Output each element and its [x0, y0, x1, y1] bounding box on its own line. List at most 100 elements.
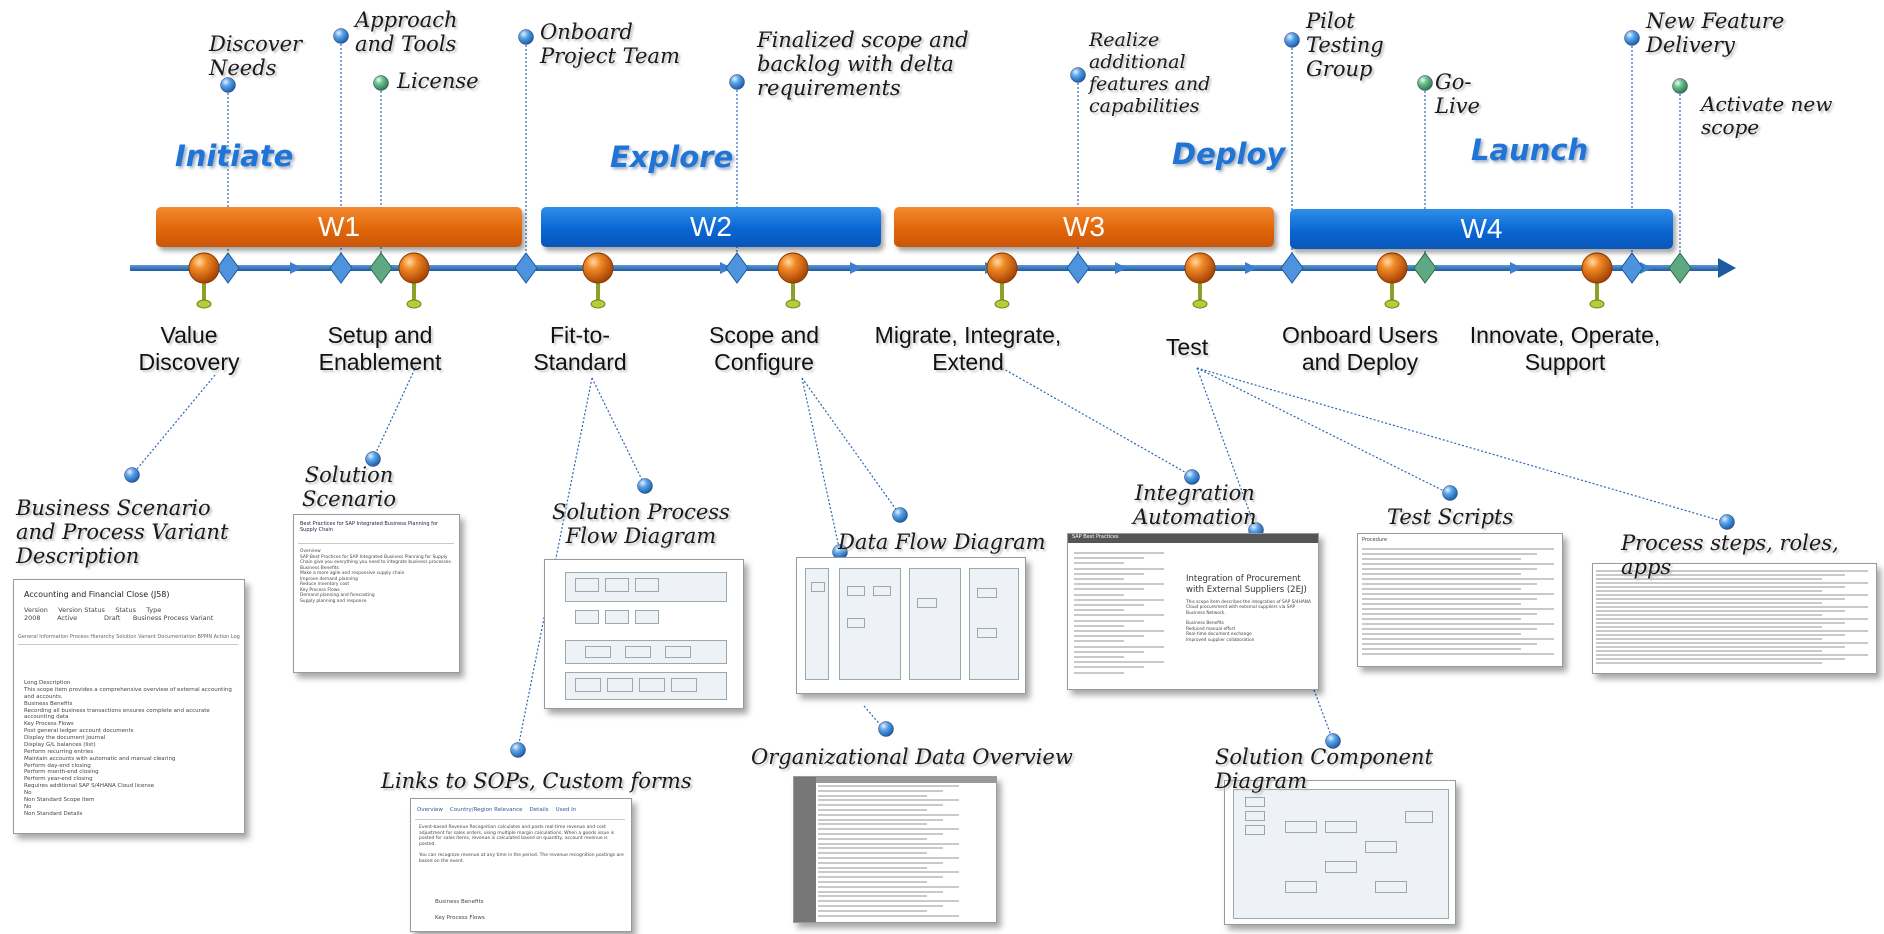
connector-pin-icon	[365, 451, 381, 467]
bsd-tabs: General Information Process Hierarchy So…	[18, 634, 240, 640]
milestone-diamond-icon	[514, 252, 538, 284]
thumb-text-line	[1596, 598, 1846, 600]
connector-pin-icon	[124, 467, 140, 483]
thumb-text-line	[818, 804, 944, 807]
milestone-pin-icon	[1417, 75, 1433, 91]
thumb-diagram-box	[1285, 821, 1317, 833]
ball-stem	[412, 278, 416, 304]
thumb-text-line	[1596, 634, 1846, 636]
milestone-marker	[1668, 78, 1692, 284]
milestone-diamond-icon	[1280, 252, 1304, 284]
thumb-text-line	[1362, 578, 1554, 580]
ball-stem-base	[590, 299, 606, 309]
milestone-pin-icon	[729, 74, 745, 90]
activity-ball-icon	[1376, 252, 1408, 309]
thumb-diagram-box	[873, 586, 891, 596]
step-onboard-users: Onboard Users and Deploy	[1282, 322, 1438, 376]
thumb-text-line	[1074, 624, 1124, 627]
thumb-text-line	[1074, 671, 1124, 674]
milestone-pin-icon	[1624, 30, 1640, 46]
thumb-diagram-box	[635, 610, 659, 624]
thumb-diagram-box	[1245, 825, 1265, 835]
ball-stem	[596, 278, 600, 304]
thumb-text-line	[1596, 658, 1846, 660]
scenario-divider	[298, 543, 454, 544]
connector-pin-icon	[1325, 733, 1341, 749]
milestone-marker	[216, 77, 240, 284]
thumb-text-line	[818, 828, 960, 831]
connector-pin-icon	[878, 721, 894, 737]
thumb-text-line	[1596, 590, 1823, 592]
axis-chevron	[290, 262, 302, 274]
thumb-text-line	[1596, 594, 1868, 596]
step-migrate-integrate-extend: Migrate, Integrate, Extend	[874, 322, 1062, 376]
step-test: Test	[1165, 334, 1209, 360]
thumb-text-line	[1596, 614, 1823, 616]
thumb-text-line	[1596, 602, 1823, 604]
thumb-diagram-box	[575, 678, 601, 692]
milestone-marker	[514, 29, 538, 284]
ball-sphere	[188, 252, 220, 284]
milestone-license: License	[397, 69, 479, 93]
connector-line	[1196, 367, 1257, 531]
thumb-text-line	[1596, 626, 1823, 628]
connector-line	[131, 374, 216, 476]
sop-divider	[415, 819, 625, 820]
scenario-body: Overview SAP Best Practices for SAP Inte…	[300, 549, 453, 604]
thumb-text-line	[1362, 573, 1522, 575]
deliverable-connector	[1001, 367, 1200, 485]
thumb-text-line	[1596, 662, 1823, 664]
thumb-text-line	[1074, 645, 1164, 648]
thumb-text-line	[818, 847, 944, 850]
integration-body: This scope item describes the integratio…	[1186, 600, 1311, 643]
connector-line	[801, 377, 841, 553]
thumb-text-line	[1074, 604, 1144, 606]
thumb-text-line	[1362, 603, 1522, 605]
milestone-onboard-project-team: Onboard Project Team	[540, 20, 680, 69]
thumb-text-line	[1074, 572, 1144, 575]
thumb-text-line	[1596, 570, 1868, 572]
ball-sphere	[777, 252, 809, 284]
wave-bar-w2: W2	[541, 207, 881, 247]
milestone-marker	[1066, 67, 1090, 284]
thumb-text-line	[818, 785, 960, 787]
ball-sphere	[398, 252, 430, 284]
bsd-title: Accounting and Financial Close (J58)	[24, 590, 170, 599]
thumb-diagram-box	[665, 646, 691, 658]
ball-sphere	[582, 252, 614, 284]
step-innovate-operate-support: Innovate, Operate, Support	[1469, 322, 1661, 376]
phase-initiate: Initiate	[175, 139, 294, 173]
milestone-go-live: Go- Live	[1435, 70, 1480, 119]
thumb-text-line	[818, 876, 944, 879]
activity-ball-icon	[1581, 252, 1613, 309]
thumb-text-line	[818, 866, 928, 869]
milestone-activate-new-scope: Activate new scope	[1701, 92, 1833, 139]
thumb-diagram-box	[1325, 861, 1357, 873]
milestone-pin-icon	[1672, 78, 1688, 94]
thumb-text-line	[1362, 598, 1538, 600]
thumb-text-line	[1362, 558, 1522, 560]
thumb-text-line	[818, 833, 944, 835]
thumb-diagram-box	[977, 588, 997, 598]
deliverable-connector	[863, 705, 894, 737]
deliverable-solution-scenario: Solution Scenario	[302, 463, 397, 512]
thumb-text-line	[818, 813, 960, 816]
axis-chevron	[1640, 262, 1652, 274]
thumb-text-line	[818, 905, 944, 907]
deliverable-connector	[591, 377, 653, 494]
deliverable-connector	[1196, 367, 1735, 530]
thumb-text-line	[1074, 656, 1124, 658]
thumb-text-line	[818, 799, 960, 802]
thumb-text-line	[1362, 583, 1538, 585]
deliverable-connector	[1196, 367, 1458, 501]
org-data-header-band	[816, 777, 996, 783]
thumb-text-line	[1074, 614, 1164, 617]
thumb-text-line	[1074, 583, 1164, 586]
integration-header: SAP Best Practices	[1068, 534, 1318, 543]
thumb-text-line	[1362, 623, 1554, 625]
activity-ball-icon	[777, 252, 809, 309]
thumb-text-line	[1074, 593, 1124, 596]
milestone-pin-icon	[1284, 32, 1300, 48]
thumb-text-line	[1074, 661, 1164, 664]
milestone-diamond-icon	[1620, 252, 1644, 284]
